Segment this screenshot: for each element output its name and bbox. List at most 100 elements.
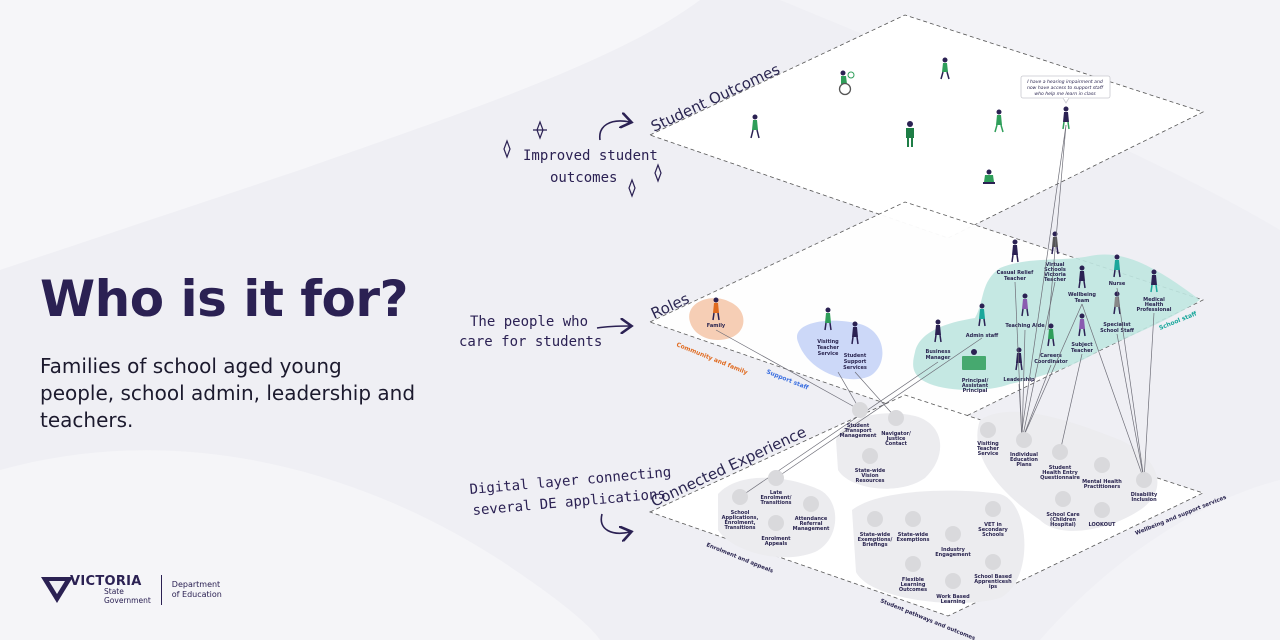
app-vet[interactable]: VET in Secondary Schools bbox=[978, 501, 1009, 538]
app-vision-resources[interactable]: State-wide Vision Resources bbox=[855, 448, 886, 484]
app-label: Disability bbox=[1131, 492, 1158, 498]
app-visiting-teacher-service[interactable]: Visiting Teacher Service bbox=[977, 422, 999, 457]
role-label: Careers bbox=[1040, 353, 1062, 359]
role-label: Manager bbox=[926, 355, 951, 361]
app-label: School Care bbox=[1046, 512, 1080, 518]
app-label: Late bbox=[770, 490, 783, 496]
role-medical: Medical Health Professional bbox=[1137, 269, 1172, 313]
role-label: Team bbox=[1075, 298, 1090, 304]
app-label: ips bbox=[989, 584, 997, 590]
app-exemptions-briefings[interactable]: State-wide Exemptions/ Briefings bbox=[858, 511, 893, 548]
app-individual-education-plans[interactable]: Individual Education Plans bbox=[1010, 432, 1038, 468]
logo-dept-line1: Department bbox=[171, 580, 221, 589]
speech-line2: now have access to support staff bbox=[1027, 85, 1104, 91]
app-label: Management bbox=[793, 526, 830, 532]
app-label: Management bbox=[840, 433, 877, 439]
app-mental-health[interactable]: Mental Health Practitioners bbox=[1082, 457, 1122, 490]
speech-line1: I have a hearing impairment and bbox=[1027, 79, 1103, 85]
app-label: Transitions bbox=[760, 500, 791, 506]
app-label: Contact bbox=[885, 441, 907, 447]
app-navigator[interactable]: Navigator/ Justice Contact bbox=[881, 410, 911, 447]
app-label: Hospital) bbox=[1050, 522, 1076, 528]
app-label: Enrolment bbox=[761, 536, 791, 542]
role-label: Principal bbox=[963, 388, 988, 394]
role-label: Wellbeing bbox=[1068, 292, 1096, 298]
app-label: Transport bbox=[844, 428, 872, 434]
students-group bbox=[750, 57, 1070, 184]
app-late-enrolment[interactable]: Late Enrolment/ Transitions bbox=[760, 470, 792, 506]
app-school-based-apprenticeships[interactable]: School Based Apprenticesh ips bbox=[974, 554, 1012, 590]
role-nurse: Nurse bbox=[1109, 254, 1126, 287]
app-label: School Based bbox=[974, 574, 1012, 580]
role-label: Coordinator bbox=[1034, 359, 1068, 365]
app-label: Enrolment, bbox=[724, 520, 755, 526]
app-work-based-learning[interactable]: Work Based Learning bbox=[936, 573, 970, 605]
logo-sub-line1: State bbox=[104, 587, 124, 596]
arrow-icon bbox=[599, 121, 630, 141]
app-group-transport-blob bbox=[836, 413, 941, 489]
role-label: Admin staff bbox=[966, 333, 999, 339]
arrow-icon bbox=[600, 513, 630, 533]
app-student-transport[interactable]: Student Transport Management bbox=[840, 402, 877, 439]
role-label: Service bbox=[818, 351, 839, 357]
app-label: Plans bbox=[1016, 462, 1031, 468]
role-label: Teacher bbox=[1071, 348, 1093, 354]
app-enrolment-appeals[interactable]: Enrolment Appeals bbox=[761, 515, 791, 547]
app-label: State-wide bbox=[898, 532, 929, 538]
page-title: Who is it for? bbox=[40, 270, 409, 328]
role-family-label: Family bbox=[707, 323, 726, 329]
app-label: (Children bbox=[1050, 517, 1076, 523]
app-health-questionnaire[interactable]: Student Health Entry Questionnaire bbox=[1040, 444, 1080, 481]
layer-student-outcomes bbox=[648, 14, 1205, 239]
app-label: Secondary bbox=[978, 527, 1008, 533]
role-visiting-teacher: Visiting Teacher Service bbox=[817, 307, 839, 357]
app-label: Visiting bbox=[977, 441, 999, 447]
page-subtitle: Families of school aged young people, sc… bbox=[40, 354, 416, 432]
annotation-outcomes-line1: Improved student bbox=[523, 148, 658, 164]
app-disability-inclusion[interactable]: Disability Inclusion bbox=[1131, 472, 1158, 503]
app-label: Resources bbox=[855, 478, 884, 484]
app-industry-engagement[interactable]: Industry Engagement bbox=[935, 526, 971, 558]
app-label: VET in bbox=[984, 522, 1002, 528]
role-principal: Principal/ Assistant Principal bbox=[962, 349, 989, 394]
app-label: Schools bbox=[982, 532, 1004, 538]
role-label: Specialist bbox=[1103, 322, 1131, 328]
app-label: Applications, bbox=[722, 515, 759, 521]
app-label: Briefings bbox=[862, 542, 887, 548]
app-label: Inclusion bbox=[1131, 497, 1157, 503]
annotation-outcomes-line2: outcomes bbox=[550, 170, 617, 186]
role-group-support bbox=[796, 320, 883, 380]
sparkle-icon bbox=[628, 178, 636, 198]
role-label: Teacher bbox=[1044, 277, 1066, 283]
app-label: State-wide bbox=[860, 532, 891, 538]
logo-sub-line2: Government bbox=[104, 595, 151, 605]
role-label: Schools bbox=[1044, 267, 1066, 273]
app-label: Service bbox=[978, 451, 999, 457]
app-lookout[interactable]: LOOKOUT bbox=[1089, 502, 1116, 528]
app-label: LOOKOUT bbox=[1089, 522, 1116, 528]
role-label: Victoria bbox=[1044, 272, 1066, 278]
app-group-pathways-blob bbox=[852, 490, 1025, 603]
app-label: Justice bbox=[886, 436, 906, 442]
app-flexible-learning[interactable]: Flexible Learning Outcomes bbox=[899, 556, 927, 593]
role-label: School Staff bbox=[1100, 328, 1135, 334]
app-label: Mental Health bbox=[1082, 479, 1122, 485]
app-school-care[interactable]: School Care (Children Hospital) bbox=[1046, 491, 1080, 528]
victoria-crown-icon bbox=[41, 577, 73, 603]
app-label: Education bbox=[1010, 457, 1038, 463]
app-label: Attendance bbox=[795, 516, 828, 522]
app-school-applications[interactable]: School Applications, Enrolment, Transiti… bbox=[722, 489, 759, 531]
role-label: Principal/ bbox=[962, 378, 989, 384]
app-exemptions[interactable]: State-wide Exemptions bbox=[897, 511, 930, 543]
role-label: Health bbox=[1145, 302, 1164, 308]
app-label: Appeals bbox=[765, 541, 788, 547]
role-label: Teaching Aide bbox=[1005, 323, 1045, 329]
role-label: Assistant bbox=[962, 383, 989, 389]
app-label: Apprenticesh bbox=[974, 579, 1012, 585]
logo-divider bbox=[160, 575, 162, 605]
annotation-roles-line1: The people who bbox=[470, 314, 588, 330]
app-label: Teacher bbox=[977, 446, 999, 452]
arrow-icon bbox=[596, 326, 630, 328]
annotation-digital: Digital layer connecting several DE appl… bbox=[469, 464, 672, 533]
app-attendance-referral[interactable]: Attendance Referral Management bbox=[793, 496, 830, 532]
